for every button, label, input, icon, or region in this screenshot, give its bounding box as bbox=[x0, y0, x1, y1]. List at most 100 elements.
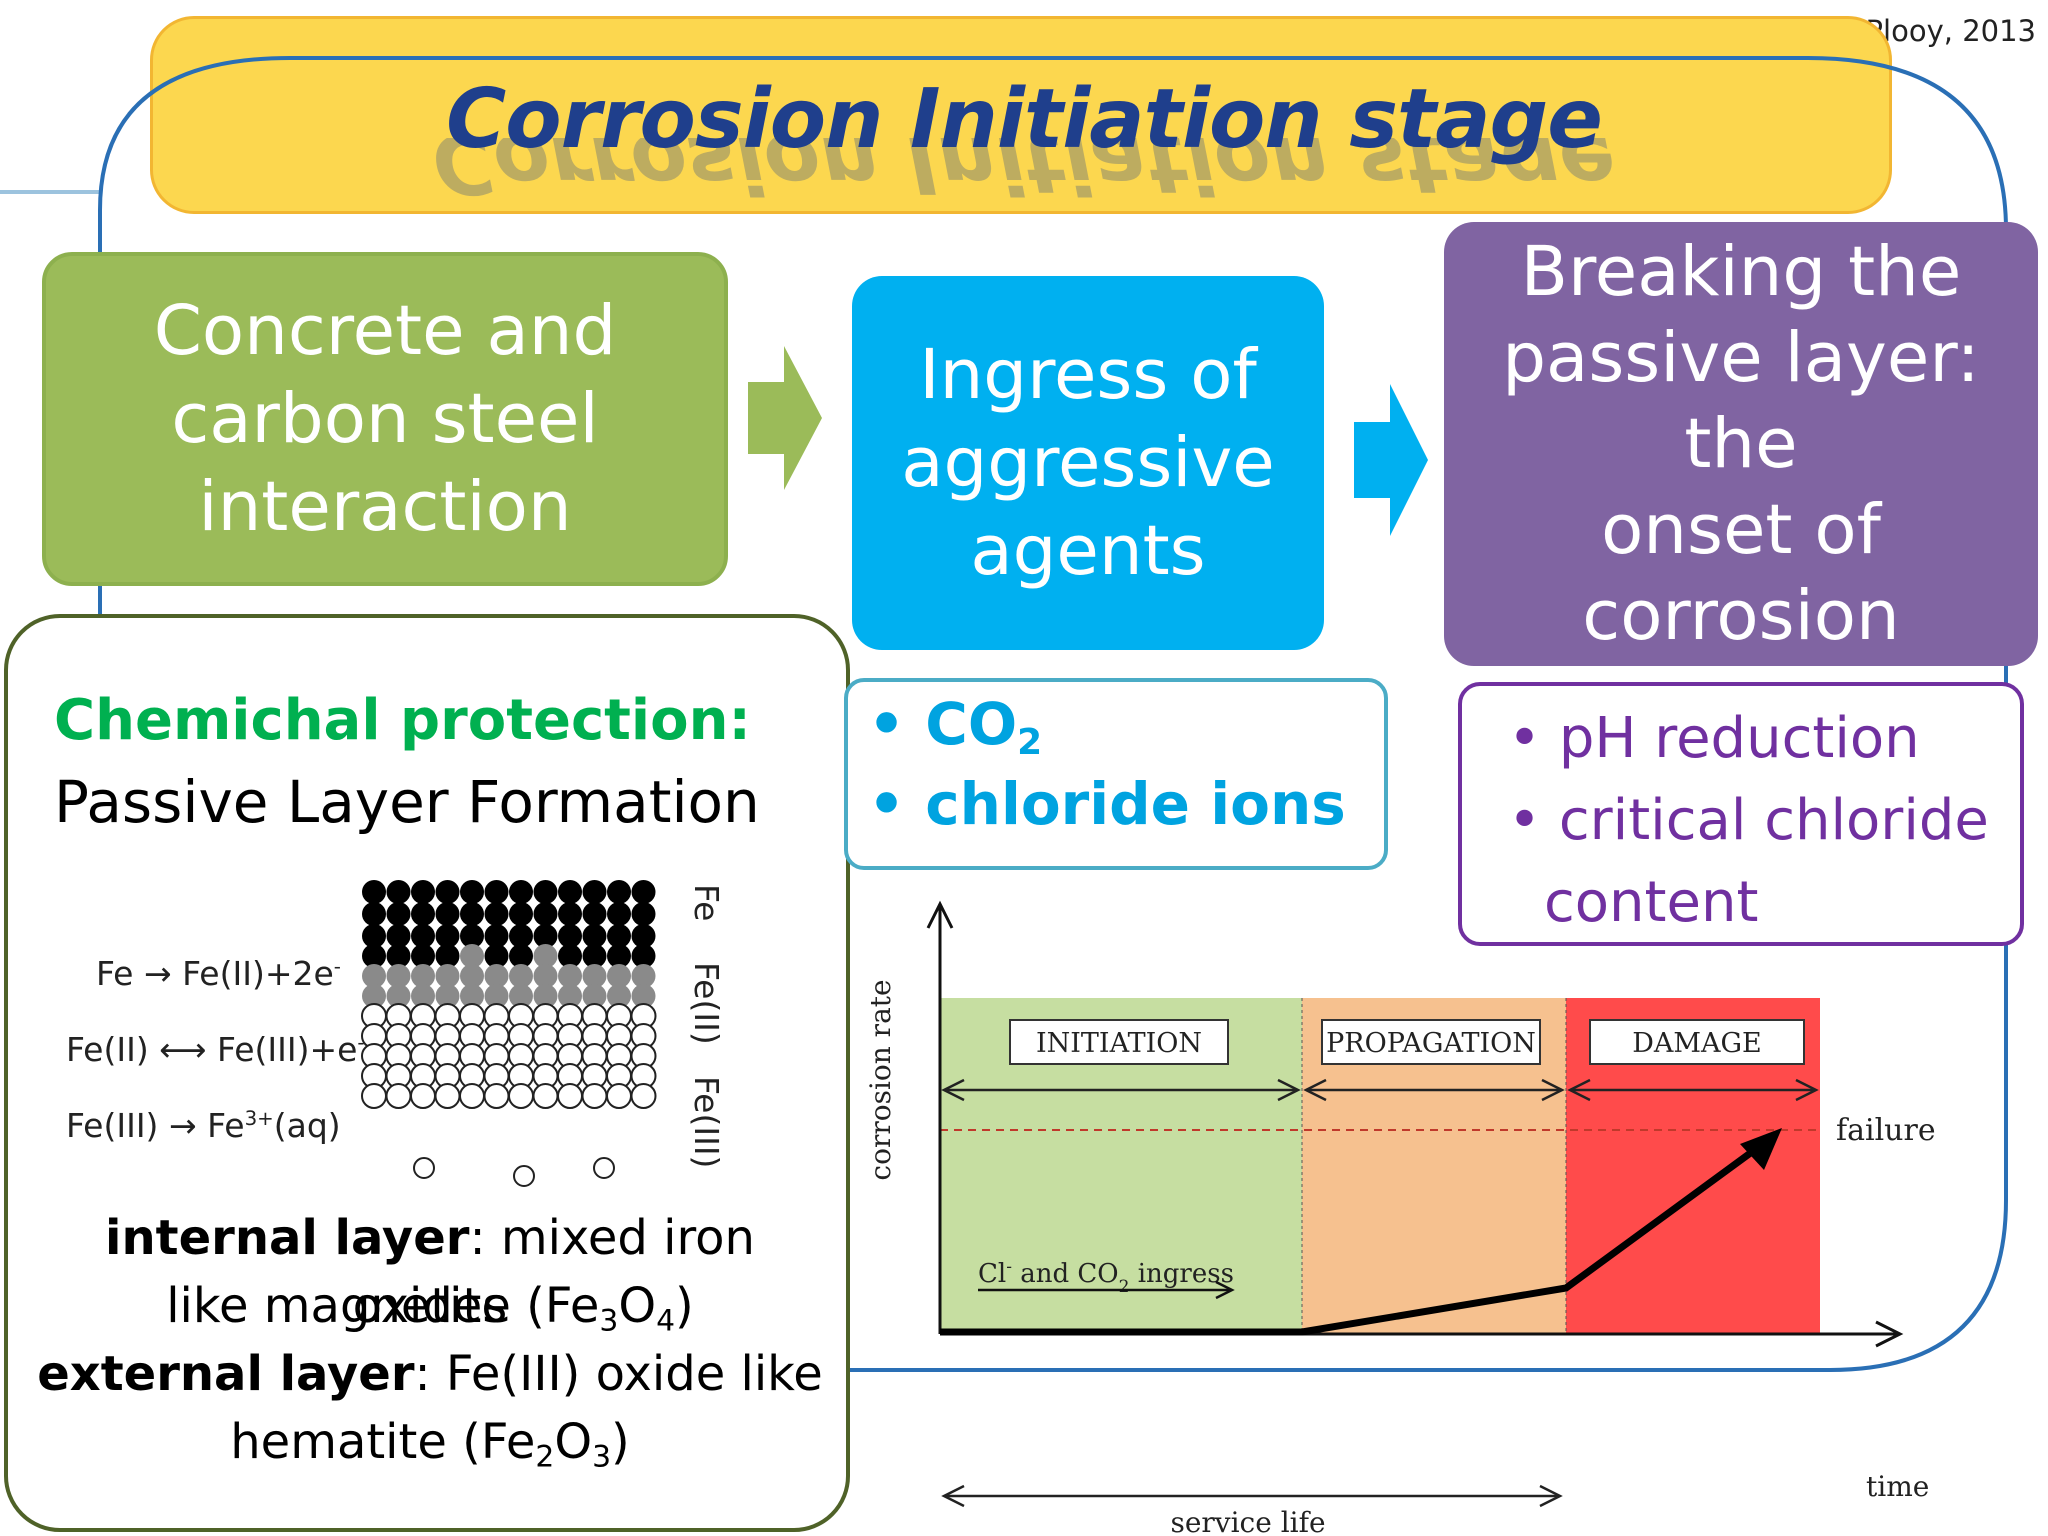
ingress-arrow-icon bbox=[1215, 1280, 1235, 1300]
lattice-atom bbox=[533, 880, 558, 904]
lattice-atom bbox=[582, 984, 607, 1008]
step-2-line2: aggressive bbox=[901, 423, 1275, 503]
lattice-atom bbox=[386, 880, 411, 904]
lattice-atom bbox=[460, 880, 484, 904]
lattice-atom bbox=[435, 902, 460, 926]
lattice-atom bbox=[631, 924, 656, 948]
external-layer-line1: external layer: Fe(III) oxide like bbox=[37, 1346, 823, 1402]
lattice-atom bbox=[607, 902, 631, 926]
curve-arrow-icon bbox=[1740, 1128, 1782, 1170]
lattice-atom bbox=[582, 924, 607, 948]
lattice-atom bbox=[509, 902, 533, 926]
lattice-atom bbox=[362, 902, 386, 926]
layer-label-fe-iii: Fe(III) bbox=[687, 1076, 726, 1169]
step-1-line2: carbon steel bbox=[171, 379, 599, 459]
step-3-line4: corrosion bbox=[1582, 576, 1900, 656]
lattice-atom bbox=[386, 944, 411, 968]
lattice-atom bbox=[484, 984, 509, 1008]
lattice-atom bbox=[484, 964, 509, 988]
lattice-atom bbox=[509, 944, 533, 968]
lattice-atom bbox=[411, 944, 435, 968]
lattice-atom bbox=[533, 944, 558, 968]
criteria-chloride-cont: content bbox=[1544, 870, 1759, 935]
layer-label-fe-ii: Fe(II) bbox=[687, 962, 726, 1045]
dissolved-ion bbox=[413, 1157, 435, 1179]
step-passive-layer-breaking: Breaking the passive layer: the onset of… bbox=[1444, 222, 2038, 666]
failure-label: failure bbox=[1836, 1113, 1936, 1148]
lattice-atom bbox=[630, 1083, 657, 1109]
lattice-atom bbox=[386, 964, 411, 988]
layer-label-fe: Fe bbox=[687, 884, 726, 922]
lattice-atom bbox=[435, 944, 460, 968]
reaction-2: Fe(II) ⟷ Fe(III)+e- bbox=[66, 1030, 365, 1069]
lattice-atom bbox=[362, 924, 386, 948]
external-layer-line2: hematite (Fe2O3) bbox=[230, 1414, 630, 1475]
lattice-atom bbox=[435, 924, 460, 948]
y-axis-label: corrosion rate bbox=[864, 979, 897, 1180]
passive-layer-lattice bbox=[361, 880, 657, 1187]
double-arrow-icon: ⟷ bbox=[159, 1030, 218, 1069]
phase-label-initiation: INITIATION bbox=[1036, 1028, 1202, 1059]
lattice-atom bbox=[362, 984, 386, 1008]
title-banner bbox=[150, 16, 1892, 214]
lattice-atom bbox=[460, 924, 484, 948]
step-2-line3: agents bbox=[970, 511, 1206, 591]
lattice-atom bbox=[362, 964, 386, 988]
lattice-atom bbox=[558, 880, 582, 904]
lattice-atom bbox=[460, 902, 484, 926]
step-3-line1: Breaking the bbox=[1520, 232, 1962, 312]
lattice-atom bbox=[411, 964, 435, 988]
x-axis-arrow-icon bbox=[1875, 1320, 1904, 1348]
lattice-atom bbox=[362, 880, 386, 904]
lattice-atom bbox=[557, 1083, 583, 1109]
step-2-line1: Ingress of bbox=[919, 335, 1257, 415]
lattice-atom bbox=[361, 1083, 387, 1109]
lattice-atom bbox=[484, 902, 509, 926]
agents-list-panel bbox=[844, 678, 1388, 870]
phase-span-arrows bbox=[941, 1078, 1819, 1102]
lattice-atom bbox=[558, 924, 582, 948]
internal-layer-line1: internal layer: mixed iron oxides bbox=[105, 1210, 755, 1334]
lattice-atom bbox=[362, 944, 386, 968]
lattice-atom bbox=[631, 880, 656, 904]
criteria-chloride: • critical chloride bbox=[1508, 788, 1989, 853]
lattice-atom bbox=[533, 902, 558, 926]
x-axis-label: time bbox=[1866, 1470, 1929, 1503]
ingress-label: Cl- and CO2 ingress bbox=[978, 1257, 1234, 1297]
service-life-label: service life bbox=[1170, 1506, 1325, 1536]
step-aggressive-agents: Ingress of aggressive agents bbox=[852, 276, 1324, 650]
chemical-heading: Chemichal protection: bbox=[54, 688, 751, 753]
step-concrete-steel: Concrete and carbon steel interaction bbox=[42, 252, 728, 586]
step-3-line2: passive layer: the bbox=[1502, 318, 1980, 484]
lattice-atom bbox=[607, 944, 631, 968]
lattice-atom bbox=[558, 944, 582, 968]
lattice-atom bbox=[582, 880, 607, 904]
lattice-atom bbox=[582, 944, 607, 968]
arrow-right-icon bbox=[748, 346, 822, 490]
lattice-atom bbox=[411, 880, 435, 904]
phase-label-box bbox=[1009, 1019, 1229, 1065]
lattice-atom bbox=[385, 1083, 412, 1109]
lattice-atom bbox=[607, 924, 631, 948]
lattice-atom bbox=[435, 984, 460, 1008]
lattice-atom bbox=[508, 1083, 534, 1109]
lattice-atom bbox=[509, 964, 533, 988]
lattice-atom bbox=[631, 984, 656, 1008]
reaction-1: Fe → Fe(II)+2e- bbox=[96, 954, 341, 993]
lattice-atom bbox=[484, 880, 509, 904]
y-axis-arrow-icon bbox=[926, 900, 954, 929]
dissolved-ion bbox=[513, 1165, 535, 1187]
corrosion-curve bbox=[940, 1143, 1763, 1336]
arrow-right-icon bbox=[1354, 384, 1428, 536]
lattice-atom bbox=[533, 924, 558, 948]
lattice-atom bbox=[631, 944, 656, 968]
lattice-atom bbox=[484, 944, 509, 968]
lattice-atom bbox=[460, 944, 484, 968]
service-life-arrow-icon bbox=[941, 1484, 965, 1508]
step-3-line3: onset of bbox=[1601, 490, 1881, 570]
outline-path bbox=[98, 56, 2008, 1372]
phase-label-box bbox=[1321, 1019, 1541, 1065]
lattice-atom bbox=[607, 880, 631, 904]
lattice-atom bbox=[607, 984, 631, 1008]
lattice-atom bbox=[533, 984, 558, 1008]
